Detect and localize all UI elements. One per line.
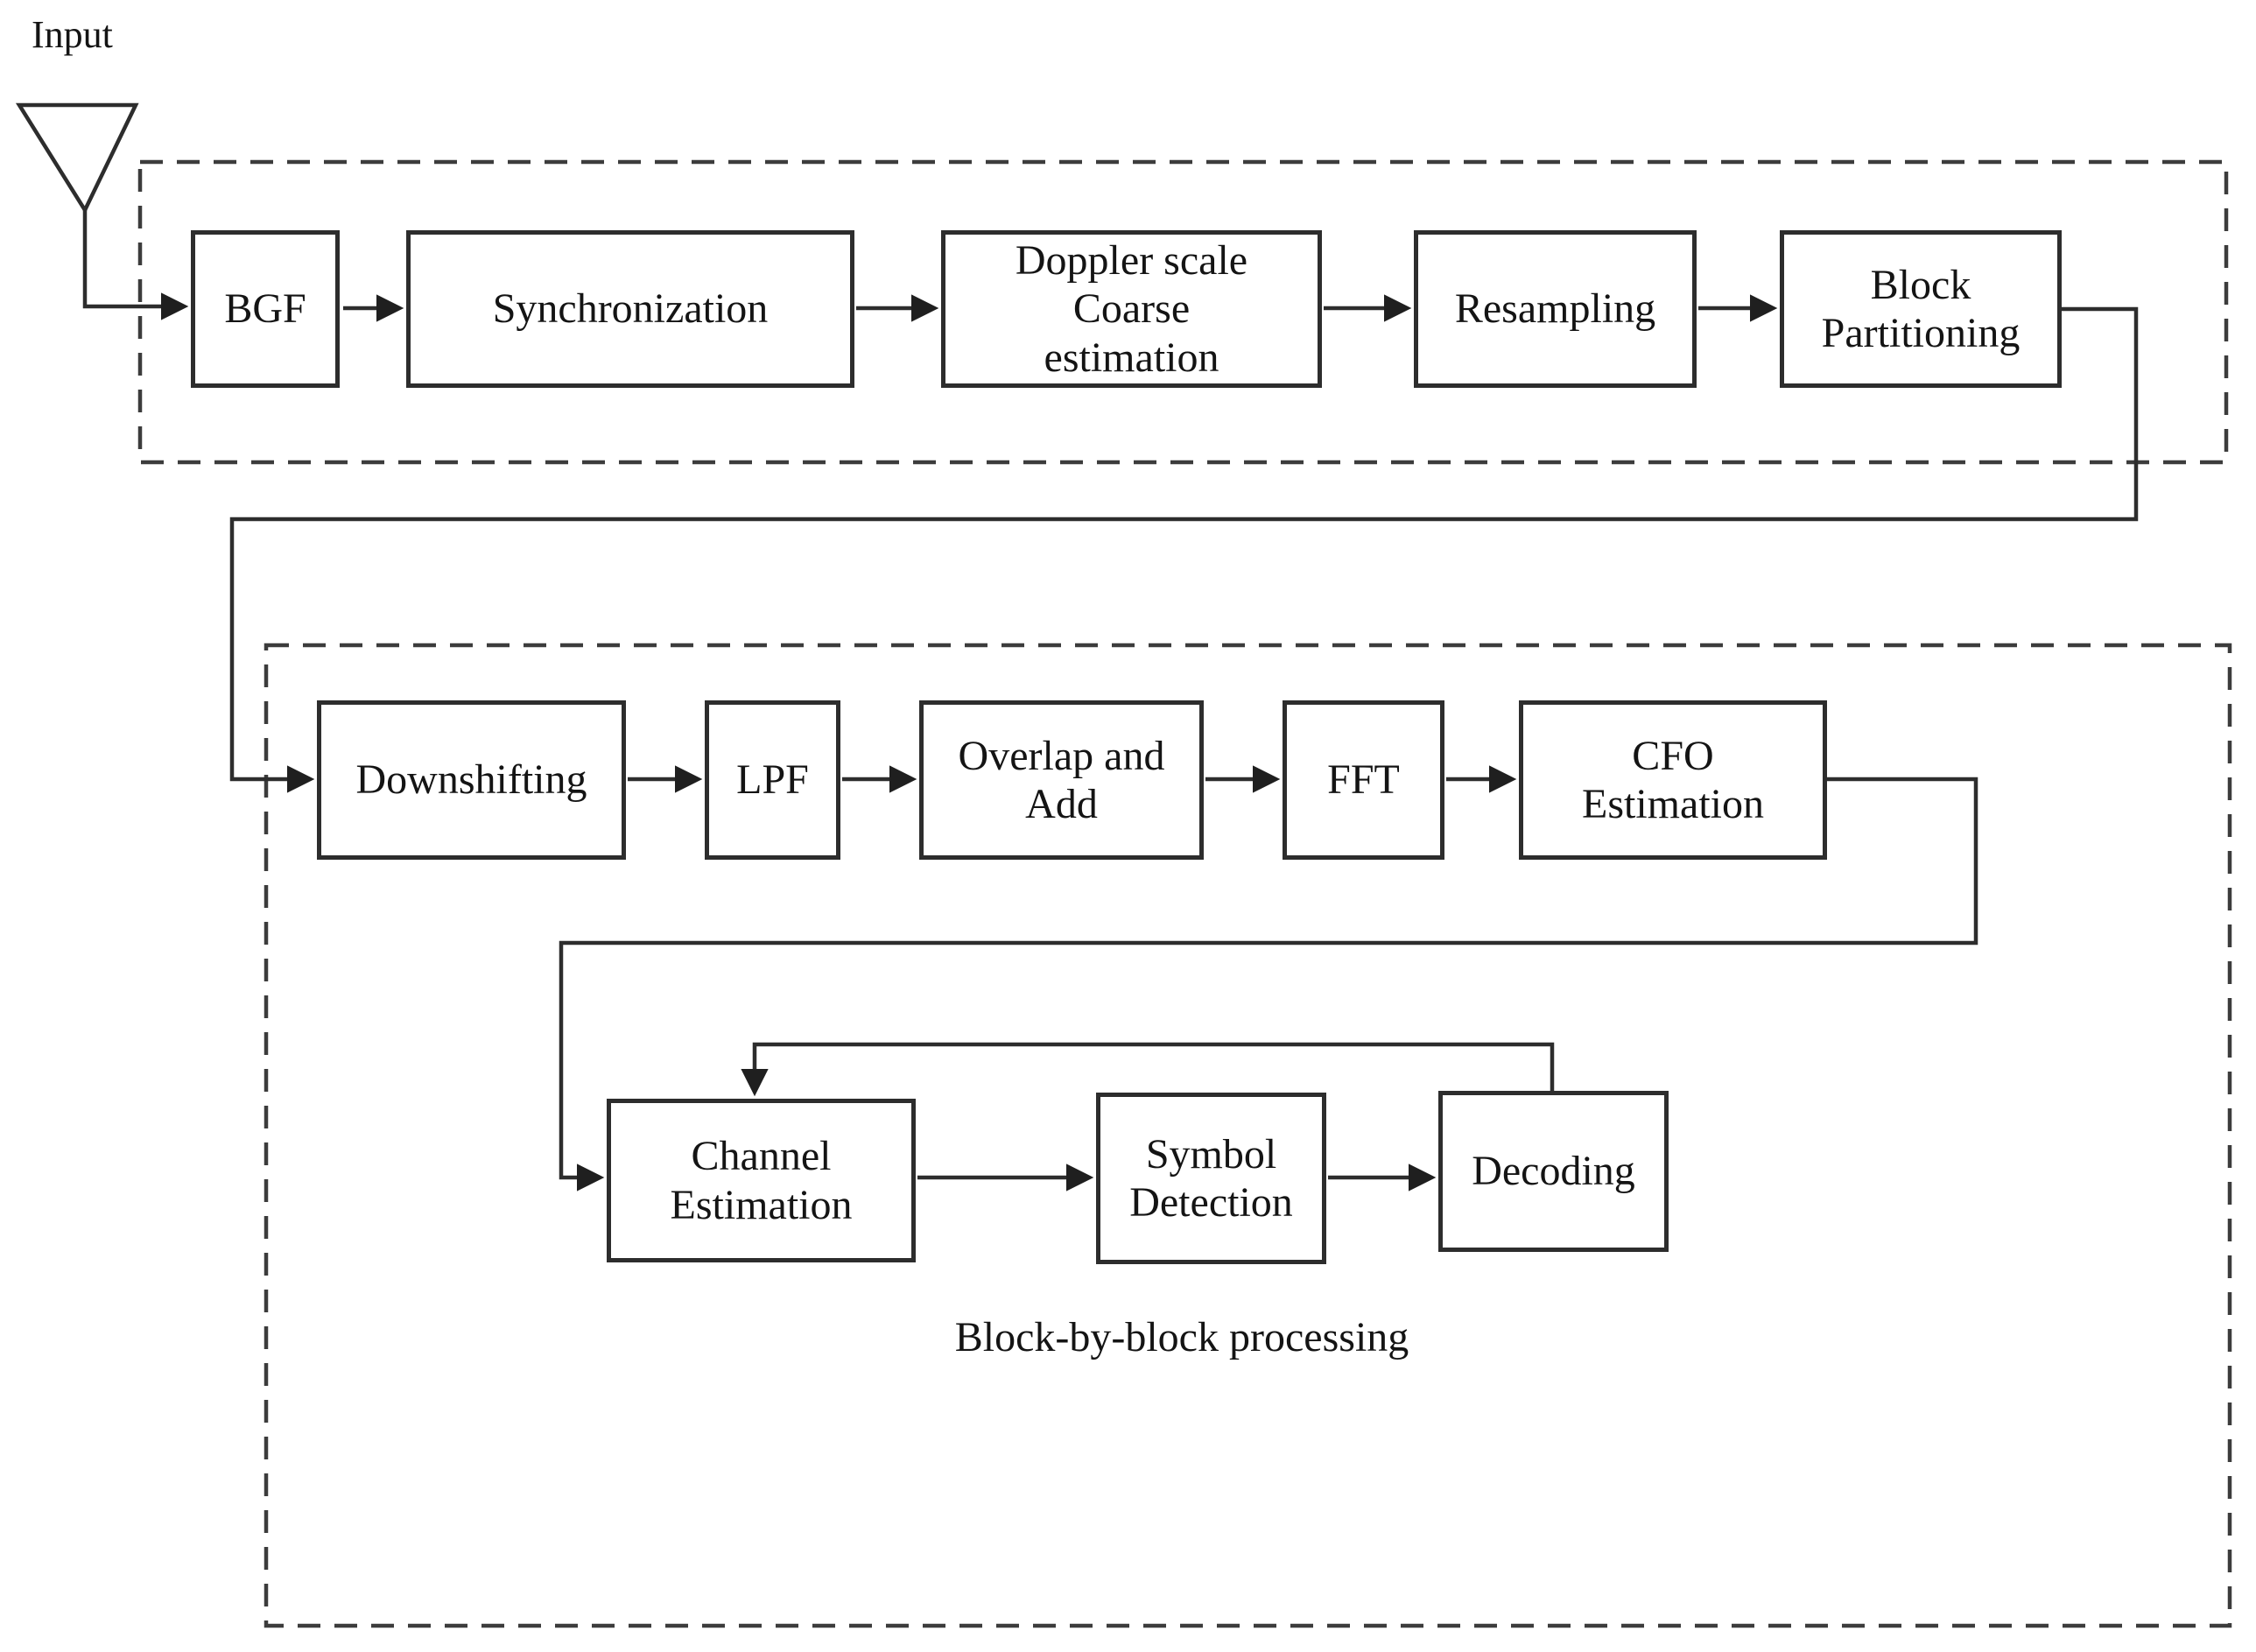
node-overlap-and-add-label: Overlap and Add: [958, 732, 1165, 827]
node-bgf: BGF: [191, 230, 340, 388]
node-decoding-label: Decoding: [1472, 1148, 1635, 1195]
node-downshifting-label: Downshifting: [355, 756, 587, 804]
block-by-block-caption: Block-by-block processing: [954, 1314, 1409, 1360]
node-lpf: LPF: [705, 700, 840, 860]
node-lpf-label: LPF: [736, 756, 809, 804]
node-resampling-label: Resampling: [1454, 285, 1656, 333]
node-overlap-and-add: Overlap and Add: [919, 700, 1204, 860]
node-bgf-label: BGF: [224, 285, 306, 333]
node-doppler-coarse-estimation: Doppler scale Coarse estimation: [941, 230, 1322, 388]
arrow-input-to-bgf: [82, 210, 189, 320]
node-resampling: Resampling: [1414, 230, 1697, 388]
node-symbol-detection: Symbol Detection: [1096, 1093, 1326, 1264]
antenna-icon: [15, 102, 139, 214]
node-channel-estimation-label: Channel Estimation: [670, 1133, 853, 1228]
arrow-cfo-to-channel-estimation: [559, 777, 1978, 1192]
node-synchronization: Synchronization: [406, 230, 854, 388]
input-label: Input: [32, 13, 113, 56]
node-synchronization-label: Synchronization: [492, 285, 769, 333]
node-fft: FFT: [1283, 700, 1444, 860]
node-cfo-estimation: CFO Estimation: [1519, 700, 1827, 860]
node-block-partitioning: Block Partitioning: [1780, 230, 2062, 388]
preprocessing-dashed-boundary: [137, 159, 2229, 465]
node-decoding: Decoding: [1438, 1091, 1669, 1252]
node-fft-label: FFT: [1327, 756, 1400, 804]
node-block-partitioning-label: Block Partitioning: [1821, 261, 2021, 356]
node-cfo-estimation-label: CFO Estimation: [1582, 732, 1764, 827]
arrow-decoding-feedback-to-channel-estimation: [741, 1042, 1555, 1097]
arrow-block-partitioning-to-downshifting: [229, 306, 2139, 793]
node-channel-estimation: Channel Estimation: [607, 1099, 916, 1262]
node-symbol-detection-label: Symbol Detection: [1129, 1130, 1293, 1226]
node-downshifting: Downshifting: [317, 700, 626, 860]
node-doppler-coarse-estimation-label: Doppler scale Coarse estimation: [1015, 237, 1248, 381]
